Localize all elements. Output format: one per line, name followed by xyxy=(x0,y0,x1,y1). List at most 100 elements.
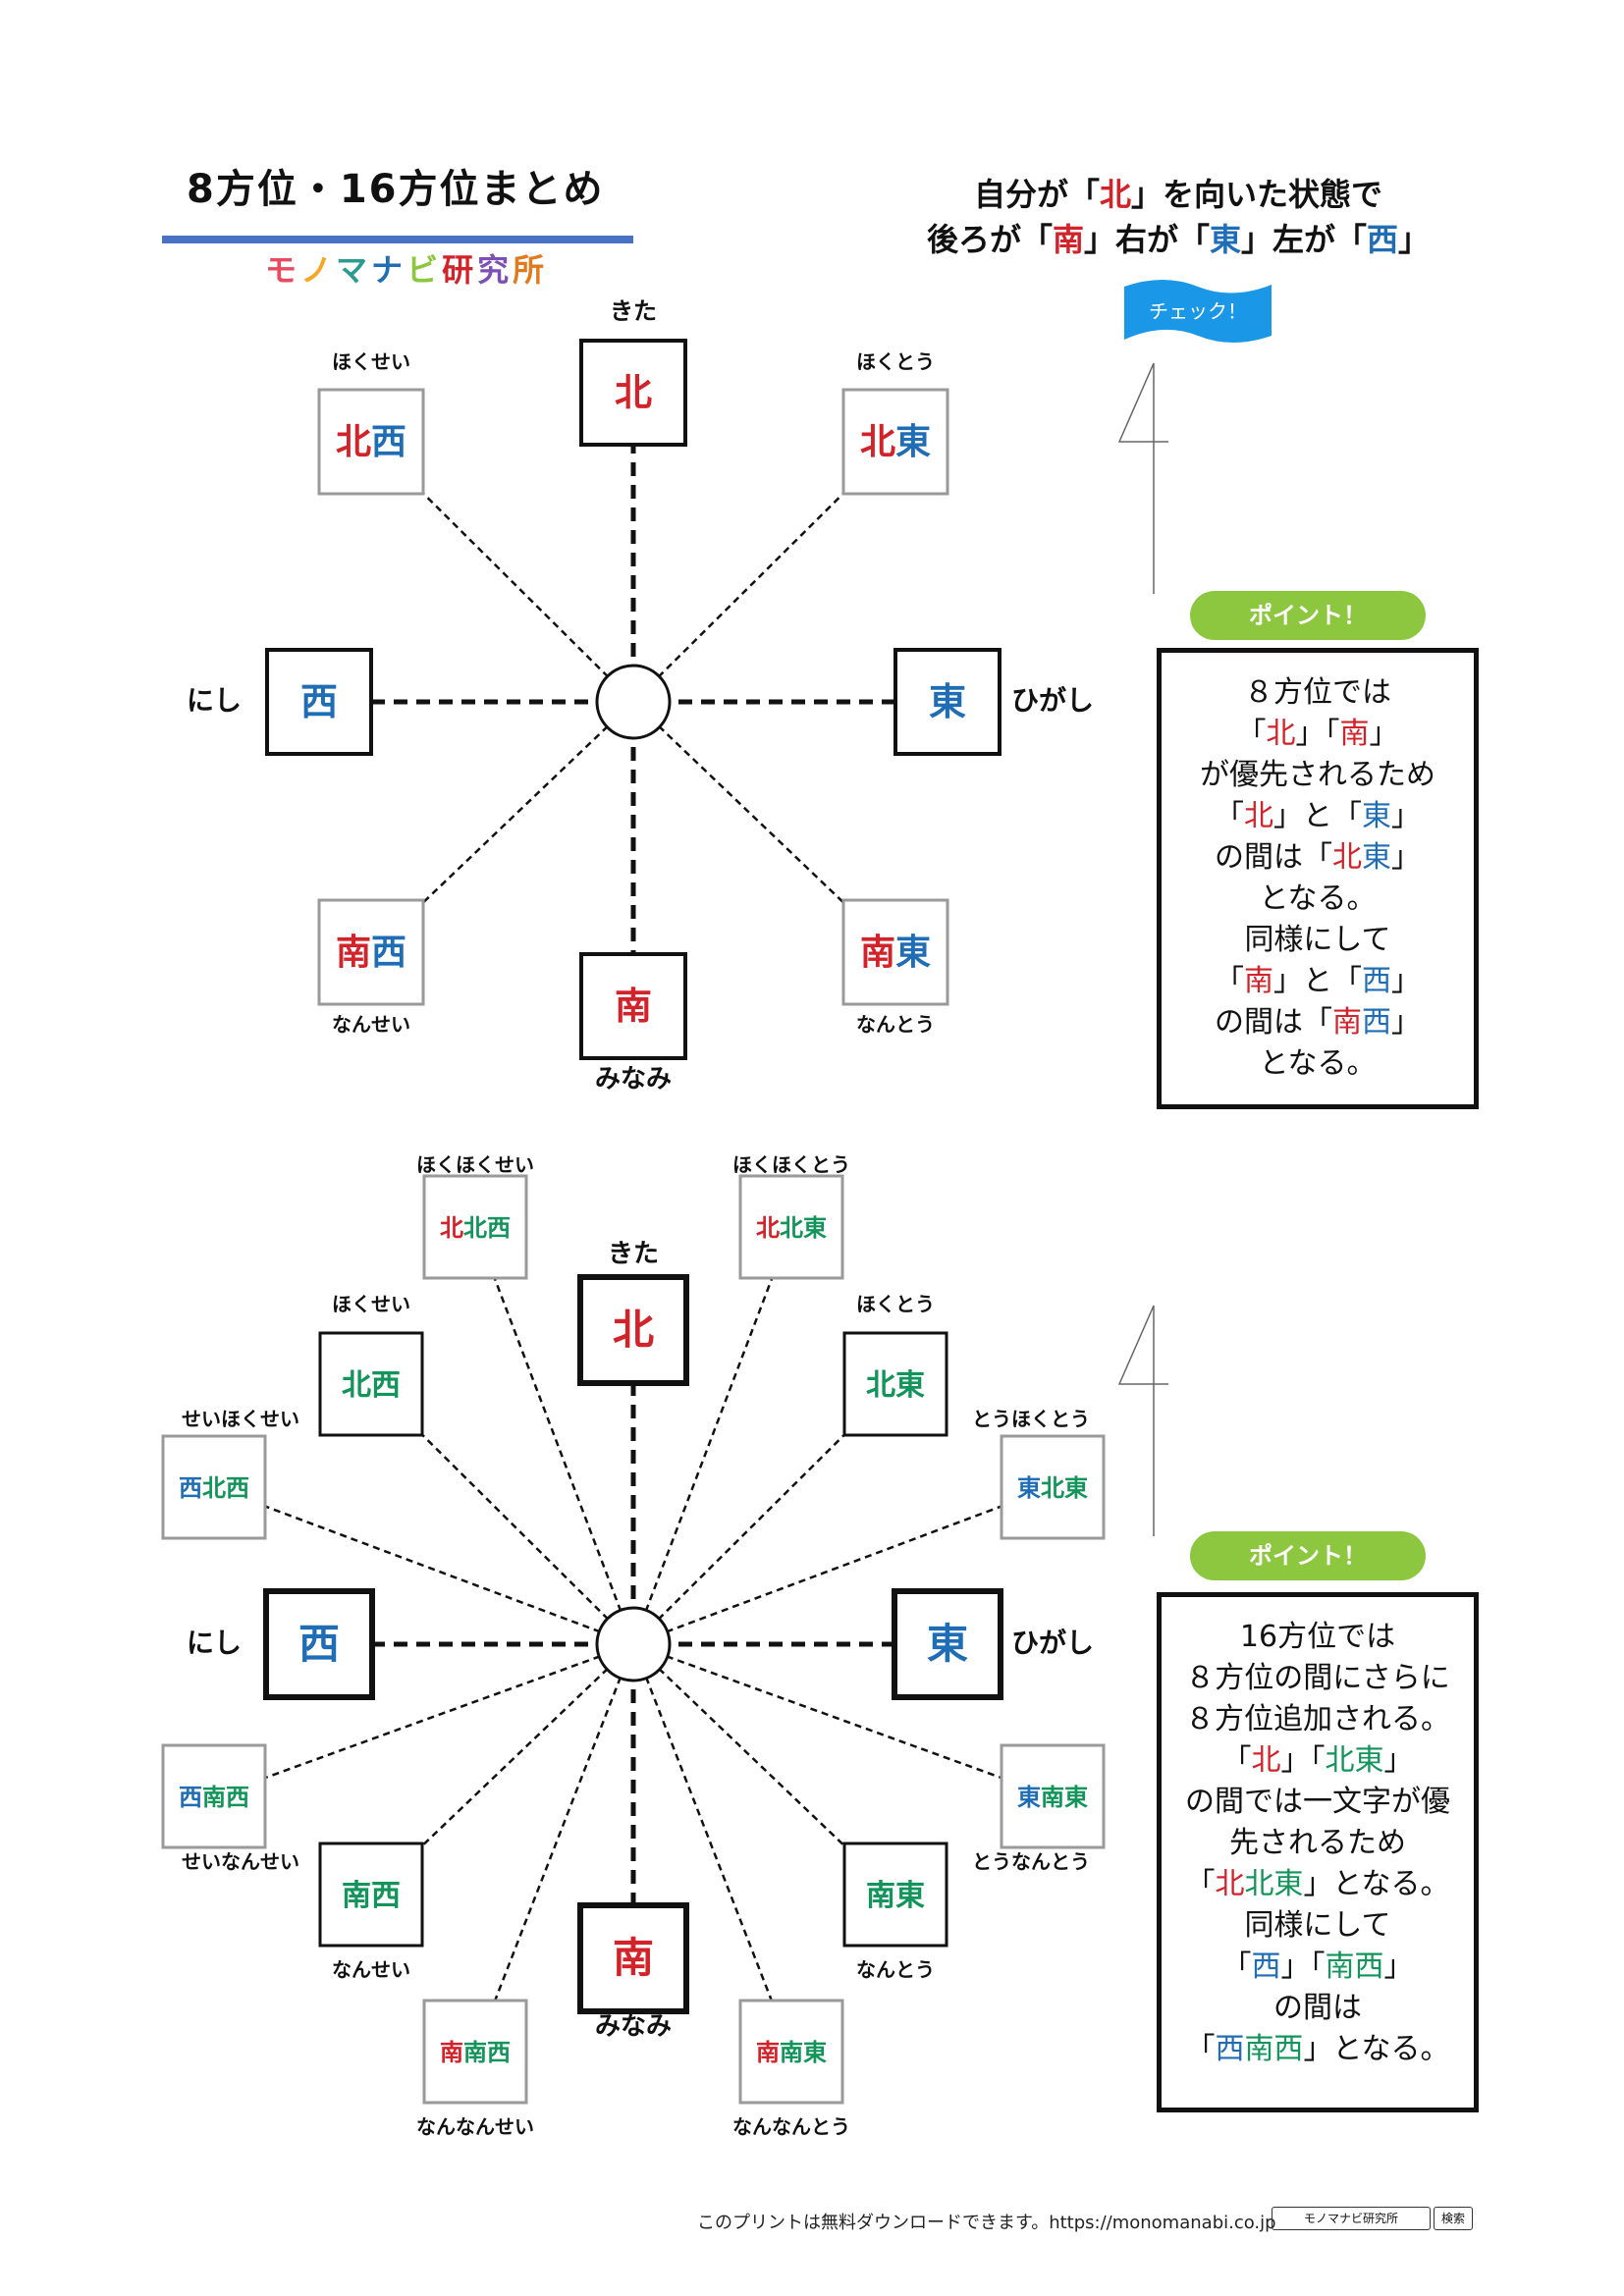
compass16-box-wnw xyxy=(161,1434,267,1540)
point2-line: 16方位では xyxy=(1162,1617,1474,1658)
point1-line: ８方位では xyxy=(1162,672,1474,714)
point1-text-run: 東 xyxy=(1362,799,1391,833)
intro-text-run: 」を向いた状態で xyxy=(1131,176,1383,213)
point2-line: ８方位追加される。 xyxy=(1162,1699,1474,1740)
compass8-label-ne: 北東 xyxy=(860,422,931,462)
compass8-label-w: 西 xyxy=(300,680,338,723)
intro-text-run: 」 xyxy=(1398,221,1431,258)
point2-line: 「北北東」となる。 xyxy=(1162,1864,1474,1905)
point1-text-run: となる。 xyxy=(1259,881,1377,916)
point2-line: の間では一文字が優 xyxy=(1162,1782,1474,1823)
logo-char: 究 xyxy=(477,251,514,289)
point1-text-run: が優先されるため xyxy=(1200,758,1435,792)
point1-text-run: 」 xyxy=(1369,717,1399,751)
compass16-box-nnw xyxy=(422,1174,528,1280)
compass8-box-n xyxy=(579,339,687,447)
logo-char: モ xyxy=(265,251,301,289)
doodle-mark-1 xyxy=(1117,362,1168,594)
compass16-label-ene: 東北東 xyxy=(1017,1474,1088,1502)
compass16-box-w xyxy=(263,1588,375,1700)
point2-text-run: 」「 xyxy=(1280,1743,1326,1778)
compass16-label-s: 南 xyxy=(613,1934,654,1982)
compass-16-diagram: 北南西東北西北東南西南東北北西北北東西北西東北東西南西東南東南南西南南東きたみな… xyxy=(161,1153,1106,2139)
point1-text-run: ８方位では xyxy=(1244,675,1391,710)
point2-text-run: 」 xyxy=(1383,1949,1414,1984)
compass16-box-nne xyxy=(738,1174,844,1280)
compass16-label-ssw: 南南西 xyxy=(440,2039,511,2066)
intro-line-2: 後ろが「南」右が「東」左が「西」 xyxy=(884,217,1473,262)
point2-text-run: 先されるため xyxy=(1229,1826,1406,1860)
compass8-label-s: 南 xyxy=(615,985,652,1028)
compass16-box-sse xyxy=(738,1999,844,2105)
point1-line: 同様にして xyxy=(1162,920,1474,961)
compass16-line-nnw xyxy=(473,1226,635,1645)
compass16-line-sse xyxy=(631,1643,793,2053)
point2-line: 「西南西」となる。 xyxy=(1162,2029,1474,2070)
point1-text-run: の間は「 xyxy=(1215,1005,1332,1040)
point1-line: の間は「北東」 xyxy=(1162,837,1474,879)
point1-text-run: の間は「 xyxy=(1215,840,1332,875)
compass16-box-ese xyxy=(1000,1743,1106,1849)
compass8-label-e: 東 xyxy=(929,680,966,723)
compass8-reading-se: なんとう xyxy=(856,1013,935,1037)
point-label-1: ポイント！ xyxy=(1190,591,1426,640)
point2-text-run: 」となる。 xyxy=(1303,2032,1450,2066)
point1-text-run: 西 xyxy=(1362,1005,1391,1040)
point1-text-run: 北 xyxy=(1266,717,1296,751)
point1-text-run: 南 xyxy=(1332,1005,1362,1040)
point1-line: 「北」と「東」 xyxy=(1162,796,1474,837)
point1-text-run: 同様にして xyxy=(1244,923,1391,957)
compass8-box-nw xyxy=(317,388,425,496)
compass8-label-nw: 北西 xyxy=(336,422,406,462)
compass16-reading-wnw: せいほくせい xyxy=(182,1408,299,1431)
point1-text-run: 」 xyxy=(1391,1005,1421,1040)
compass16-reading-nnw: ほくほくせい xyxy=(416,1153,534,1177)
compass8-reading-ne: ほくとう xyxy=(856,350,935,374)
compass16-line-nne xyxy=(631,1226,793,1645)
point2-line: の間は xyxy=(1162,1988,1474,2029)
point1-text-run: 東 xyxy=(1362,840,1391,875)
point1-text-run: 西 xyxy=(1362,964,1391,998)
search-input[interactable]: モノマナビ研究所 xyxy=(1272,2207,1431,2230)
compass16-label-e: 東 xyxy=(927,1620,968,1668)
point1-line: 「南」と「西」 xyxy=(1162,961,1474,1002)
point1-text-run: 北 xyxy=(1332,840,1362,875)
logo-char: ビ xyxy=(406,251,443,289)
point2-text-run: 南西 xyxy=(1325,1949,1384,1984)
compass16-label-se: 南東 xyxy=(866,1879,925,1913)
compass16-line-sw xyxy=(370,1643,634,1896)
compass16-box-ne xyxy=(842,1331,948,1437)
compass16-box-s xyxy=(577,1902,689,2014)
point1-text-run: 」 xyxy=(1391,840,1421,875)
compass16-label-wsw: 西南西 xyxy=(179,1784,249,1811)
compass16-reading-ne: ほくとう xyxy=(856,1293,935,1316)
logo-char: ナ xyxy=(371,251,407,289)
compass8-reading-e: ひがし xyxy=(1011,684,1094,717)
compass16-line-ssw xyxy=(473,1643,635,2053)
point1-line: が優先されるため xyxy=(1162,755,1474,796)
compass16-reading-w: にし xyxy=(187,1627,242,1659)
compass16-reading-ese: とうなんとう xyxy=(972,1850,1090,1874)
point1-text-run: 南 xyxy=(1339,717,1370,751)
point1-text-run: 」 xyxy=(1391,964,1421,998)
point1-text-run: 」と「 xyxy=(1273,964,1362,998)
compass16-line-se xyxy=(632,1643,896,1896)
compass16-reading-s: みなみ xyxy=(595,2012,672,2042)
compass16-reading-e: ひがし xyxy=(1011,1627,1094,1659)
point1-text-run: 南 xyxy=(1244,964,1273,998)
compass16-box-nw xyxy=(318,1331,424,1437)
point2-text-run: 南西 xyxy=(1244,2032,1304,2066)
compass16-line-wsw xyxy=(213,1642,634,1798)
compass16-label-n: 北 xyxy=(613,1306,654,1354)
search-button[interactable]: 検索 xyxy=(1434,2207,1473,2230)
compass16-box-e xyxy=(892,1588,1003,1700)
intro-text-run: 東 xyxy=(1209,221,1241,258)
point2-text-run: 西 xyxy=(1215,2032,1245,2066)
footer-text: このプリントは無料ダウンロードできます。https://monomanabi.c… xyxy=(697,2213,1276,2233)
compass16-line-ene xyxy=(632,1485,1054,1646)
point2-text-run: 16方位では xyxy=(1239,1620,1396,1654)
compass16-box-se xyxy=(842,1842,948,1948)
logo-char: 研 xyxy=(442,251,478,289)
point1-line: となる。 xyxy=(1162,879,1474,920)
